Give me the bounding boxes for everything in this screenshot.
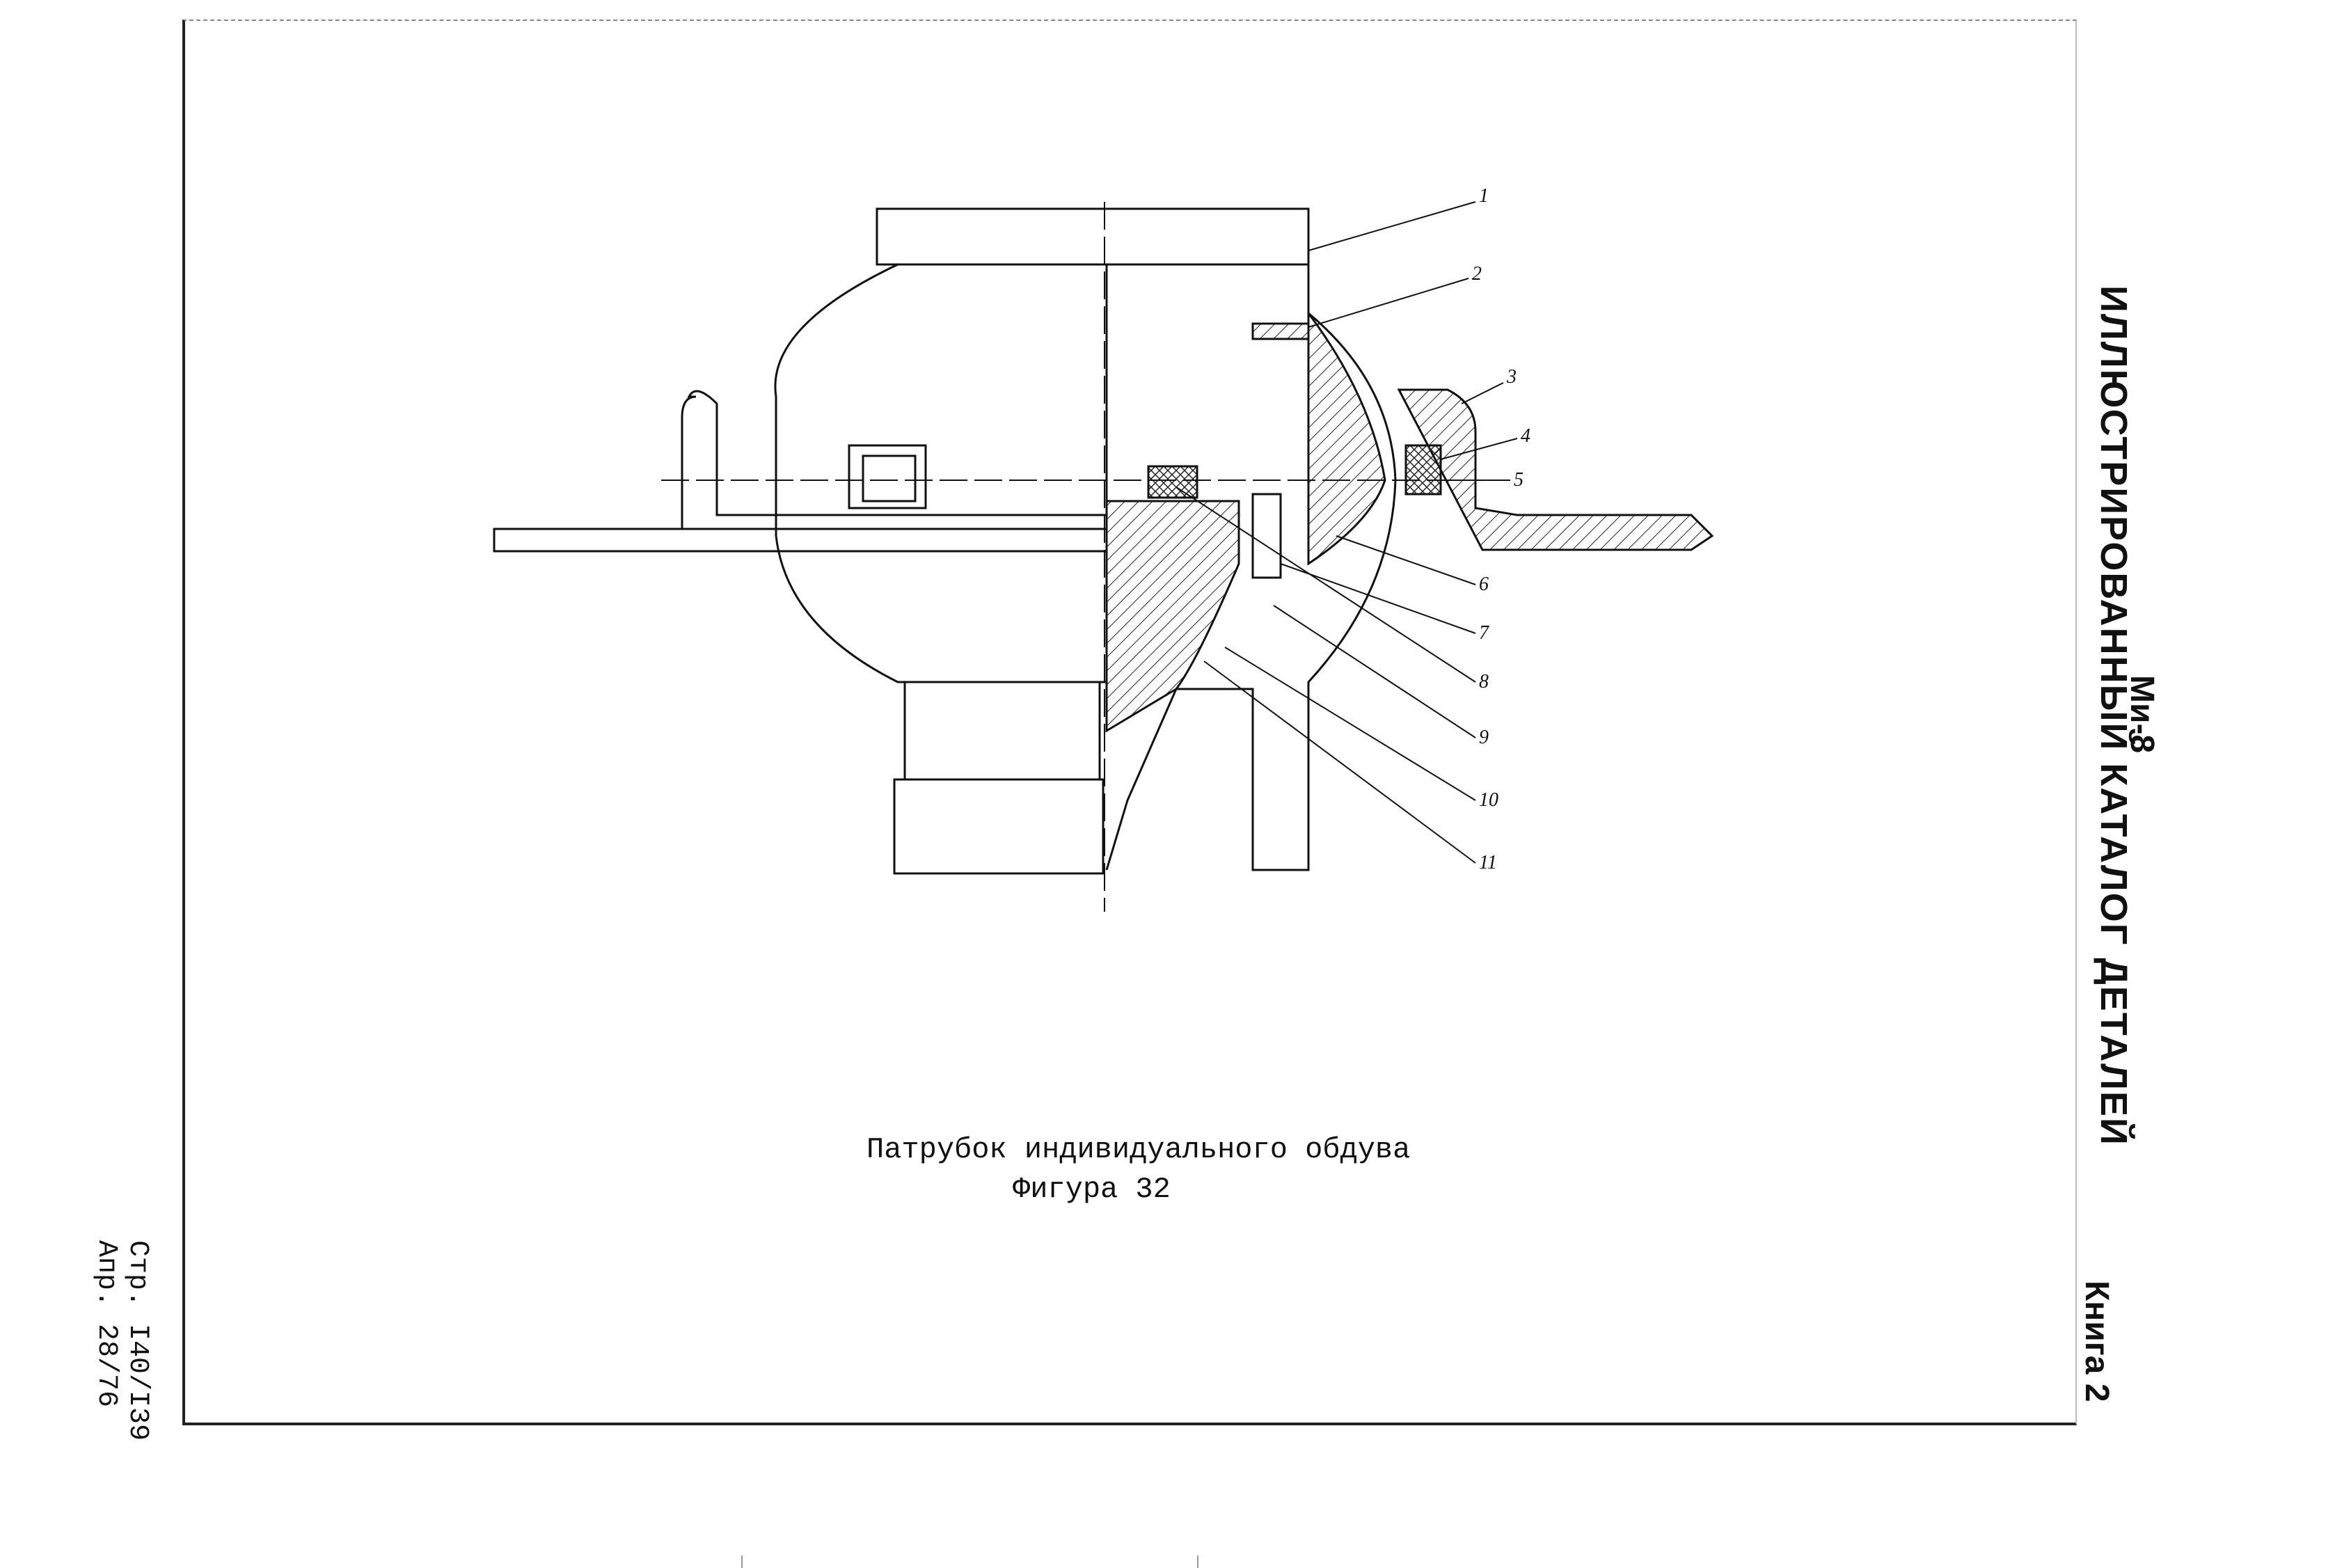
page-reference: Стр. I40/I39 [122,1240,153,1441]
seal-ring [1404,444,1442,496]
callout-10: 10 [1479,789,1498,811]
callout-1: 1 [1479,185,1489,207]
mounting-ring [1397,388,1714,551]
window-outer [848,444,927,509]
flange-upper [687,390,1107,516]
page-frame [182,19,2077,1425]
callout-2: 2 [1472,263,1482,285]
bottom-knob [903,681,1101,781]
callout-9: 9 [1479,727,1489,748]
figure-caption-number: Фигура 32 [1013,1173,1171,1206]
callout-labels: 1 2 3 4 5 6 7 8 9 10 11 [1472,185,1530,873]
callout-8: 8 [1479,671,1489,692]
callout-7: 7 [1479,622,1489,644]
cross-section-svg: 1 2 3 4 5 6 7 8 9 10 11 [493,185,1714,912]
scan-mark [741,1555,743,1568]
spring-cavity [1251,493,1282,579]
part-2 [1251,322,1310,340]
inner-sleeve [1105,500,1240,733]
part-8 [1147,465,1198,499]
callout-5: 5 [1514,469,1523,491]
revision-reference: Апр. 28/76 [90,1240,122,1408]
flange-plate [493,528,1108,553]
callout-6: 6 [1479,573,1489,595]
housing-hatch [1307,310,1386,566]
callout-3: 3 [1506,366,1517,388]
section-outline [1105,264,1397,871]
figure-caption-title: Патрубок индивидуального обдува [866,1133,1411,1166]
top-collar [876,207,1310,266]
header-title: ИЛЛЮСТРИРОВАННЫЙ КАТАЛОГ ДЕТАЛЕЙ [2093,285,2135,1146]
knurled-ring [893,778,1105,875]
header-book: Книга 2 [2078,1281,2115,1402]
dome-body [774,263,1108,683]
callout-11: 11 [1479,852,1497,873]
scan-mark [1197,1555,1198,1568]
technical-drawing: 1 2 3 4 5 6 7 8 9 10 11 [487,174,1740,940]
window-inner [862,454,917,502]
callout-4: 4 [1521,425,1530,447]
